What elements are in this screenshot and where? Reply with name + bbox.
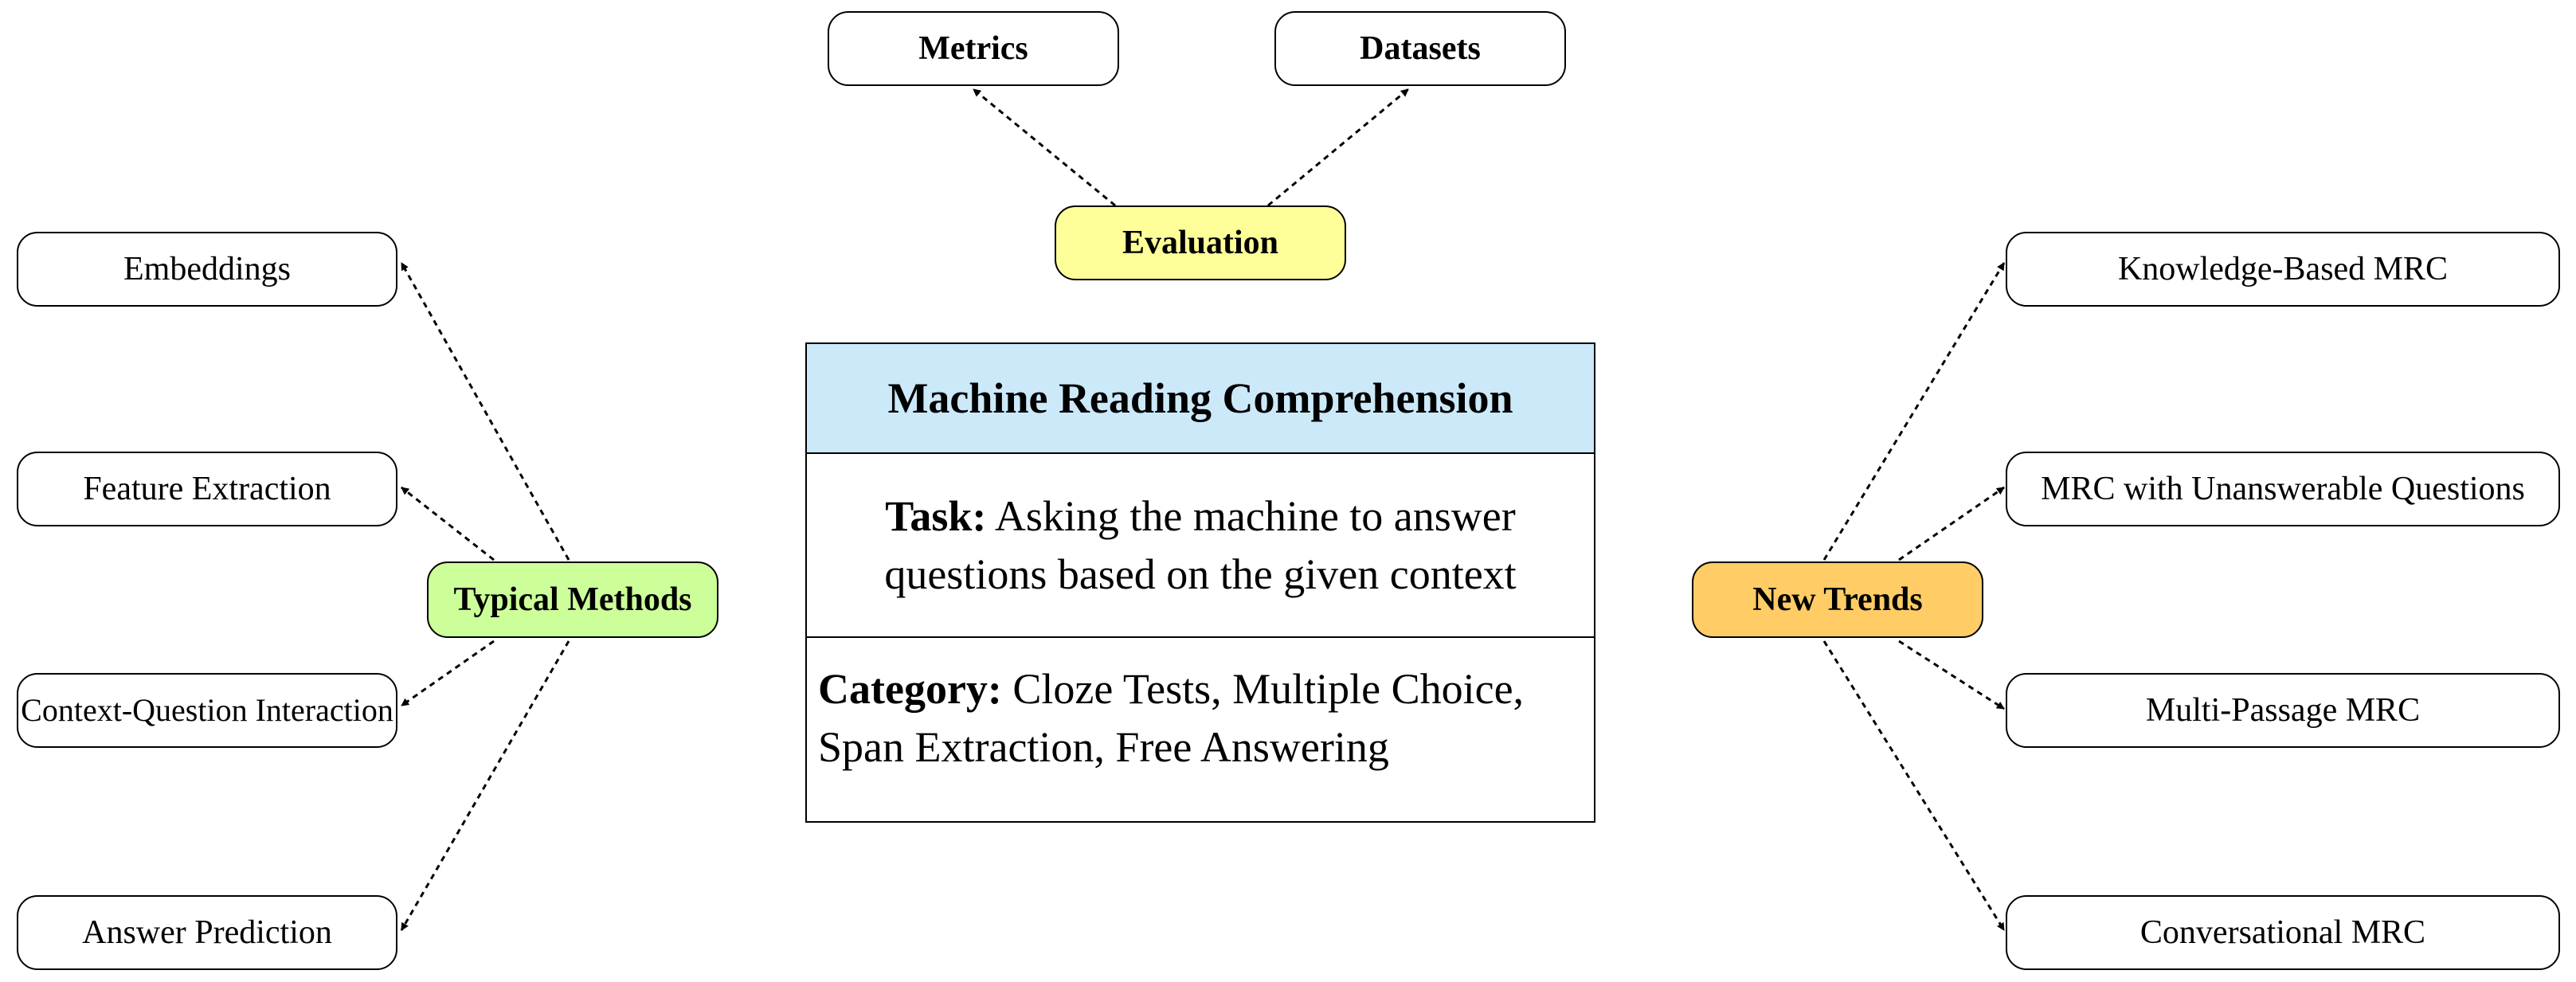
mrc-task-section: Task: Asking the machine to answer quest…: [807, 454, 1594, 638]
knowledge-based-mrc-node: Knowledge-Based MRC: [2006, 232, 2560, 307]
typical-methods-hub: Typical Methods: [427, 561, 718, 638]
evaluation-hub: Evaluation: [1055, 205, 1346, 280]
task-description: Asking the machine to answer questions b…: [884, 491, 1517, 598]
embeddings-node: Embeddings: [17, 232, 397, 307]
arrow-trends-knowledge: [1822, 262, 2006, 561]
arrow-evaluation-metrics: [973, 88, 1116, 207]
arrow-methods-embeddings: [400, 262, 570, 561]
datasets-node: Datasets: [1274, 11, 1566, 86]
mrc-center-box: Machine Reading Comprehension Task: Aski…: [805, 342, 1595, 823]
mrc-task-text-block: Task: Asking the machine to answer quest…: [823, 487, 1578, 604]
metrics-node: Metrics: [828, 11, 1119, 86]
task-label: Task:: [885, 491, 987, 540]
arrow-methods-answer-prediction: [400, 640, 570, 931]
mrc-category-section: Category: Cloze Tests, Multiple Choice, …: [807, 638, 1594, 777]
arrow-methods-feature-extraction: [401, 486, 495, 561]
conversational-mrc-node: Conversational MRC: [2006, 895, 2560, 970]
arrow-methods-context-question: [401, 640, 495, 707]
arrow-trends-conversational: [1822, 640, 2006, 931]
category-label: Category:: [818, 665, 1002, 713]
feature-extraction-node: Feature Extraction: [17, 452, 397, 526]
multi-passage-mrc-node: Multi-Passage MRC: [2006, 673, 2560, 748]
mrc-unanswerable-questions-node: MRC with Unanswerable Questions: [2006, 452, 2560, 526]
new-trends-hub: New Trends: [1692, 561, 1983, 638]
category-description: Cloze Tests, Multiple Choice, Span Extra…: [818, 665, 1525, 771]
arrow-evaluation-datasets: [1267, 88, 1409, 207]
answer-prediction-node: Answer Prediction: [17, 895, 397, 970]
context-question-interaction-node: Context-Question Interaction: [17, 673, 397, 748]
arrow-trends-unanswerable: [1898, 486, 2005, 561]
arrow-trends-multi-passage: [1898, 640, 2005, 710]
mrc-title: Machine Reading Comprehension: [807, 344, 1594, 454]
